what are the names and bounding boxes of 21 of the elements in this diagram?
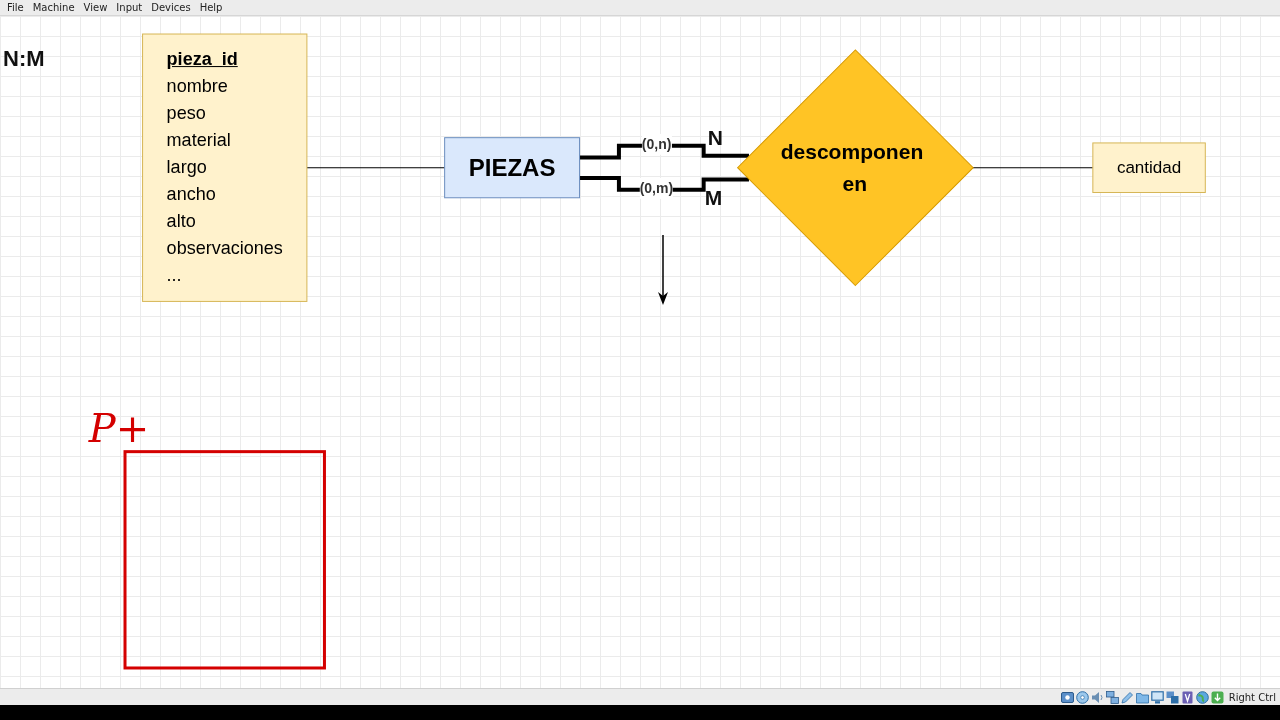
- cardinality-label: N: [707, 125, 723, 150]
- diagram-title: N:M: [3, 46, 45, 72]
- handwritten-note: P+: [88, 407, 150, 448]
- host-key-label: Right Ctrl: [1228, 691, 1276, 703]
- node-box: [1092, 142, 1206, 193]
- node-diamond: [736, 49, 974, 286]
- node-box: [141, 33, 308, 302]
- node-box: [444, 137, 580, 199]
- menu-item: Devices: [151, 1, 191, 15]
- grid-canvas: N:M (0,n) (0,m) pieza_id nombre peso material largo ancho alto observaciones ... PIEZAS descomponen en cantidad P+ N M: [0, 16, 1280, 688]
- menu-item: Input: [116, 1, 143, 15]
- menu-item: View: [83, 1, 108, 15]
- menu-item: Machine: [32, 1, 75, 15]
- connector: [306, 167, 445, 169]
- menu-item: Help: [199, 1, 223, 15]
- cardinality-label: M: [704, 185, 723, 210]
- menu-item: File: [7, 1, 24, 15]
- edge-label: (0,n): [641, 135, 672, 152]
- edge-label: (0,m): [639, 179, 673, 196]
- node-box: [123, 450, 326, 670]
- connector: [972, 167, 1094, 169]
